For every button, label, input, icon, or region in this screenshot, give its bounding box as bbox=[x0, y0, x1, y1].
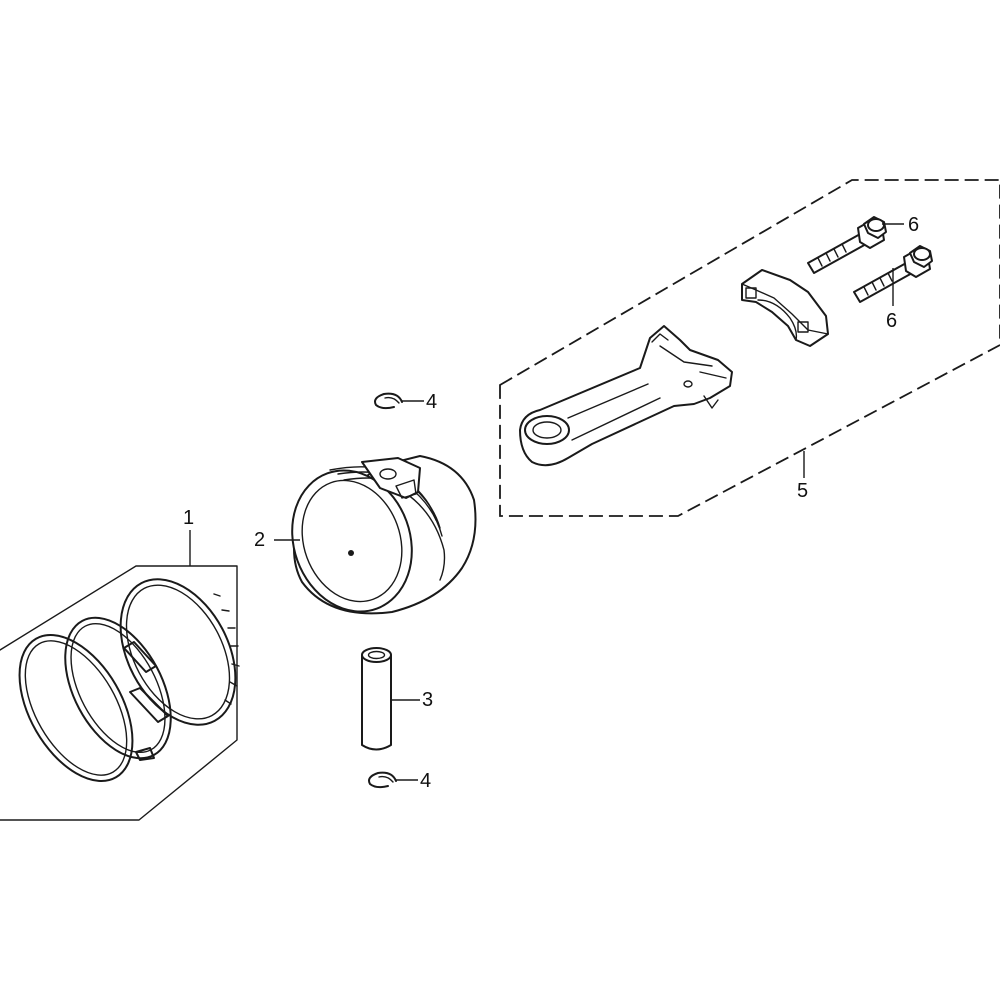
callout-labels: 1 2 3 4 4 5 6 6 bbox=[183, 214, 919, 792]
piston[interactable] bbox=[273, 454, 477, 629]
circlip-lower[interactable] bbox=[368, 771, 397, 789]
rod-cap[interactable] bbox=[741, 269, 829, 347]
rod-kit-group-box bbox=[499, 179, 1000, 517]
bolt-lower[interactable] bbox=[853, 245, 933, 303]
ring-set-group-box bbox=[0, 565, 238, 821]
piston-pin[interactable] bbox=[361, 647, 392, 751]
connecting-rod[interactable] bbox=[519, 325, 733, 467]
circlip-upper[interactable] bbox=[374, 392, 403, 410]
callout-1: 1 bbox=[183, 507, 194, 529]
callout-4-upper: 4 bbox=[426, 391, 437, 413]
callout-6-lower: 6 bbox=[886, 310, 897, 332]
callout-2: 2 bbox=[254, 529, 265, 551]
leader-lines bbox=[189, 223, 904, 781]
callout-5: 5 bbox=[797, 480, 808, 502]
callout-4-lower: 4 bbox=[420, 770, 431, 792]
callout-3: 3 bbox=[422, 689, 433, 711]
compression-ring-top[interactable] bbox=[97, 560, 259, 745]
callout-6-upper: 6 bbox=[908, 214, 919, 236]
compression-ring-second[interactable] bbox=[43, 600, 192, 776]
bolt-upper[interactable] bbox=[807, 216, 887, 274]
oil-ring[interactable] bbox=[0, 616, 156, 801]
